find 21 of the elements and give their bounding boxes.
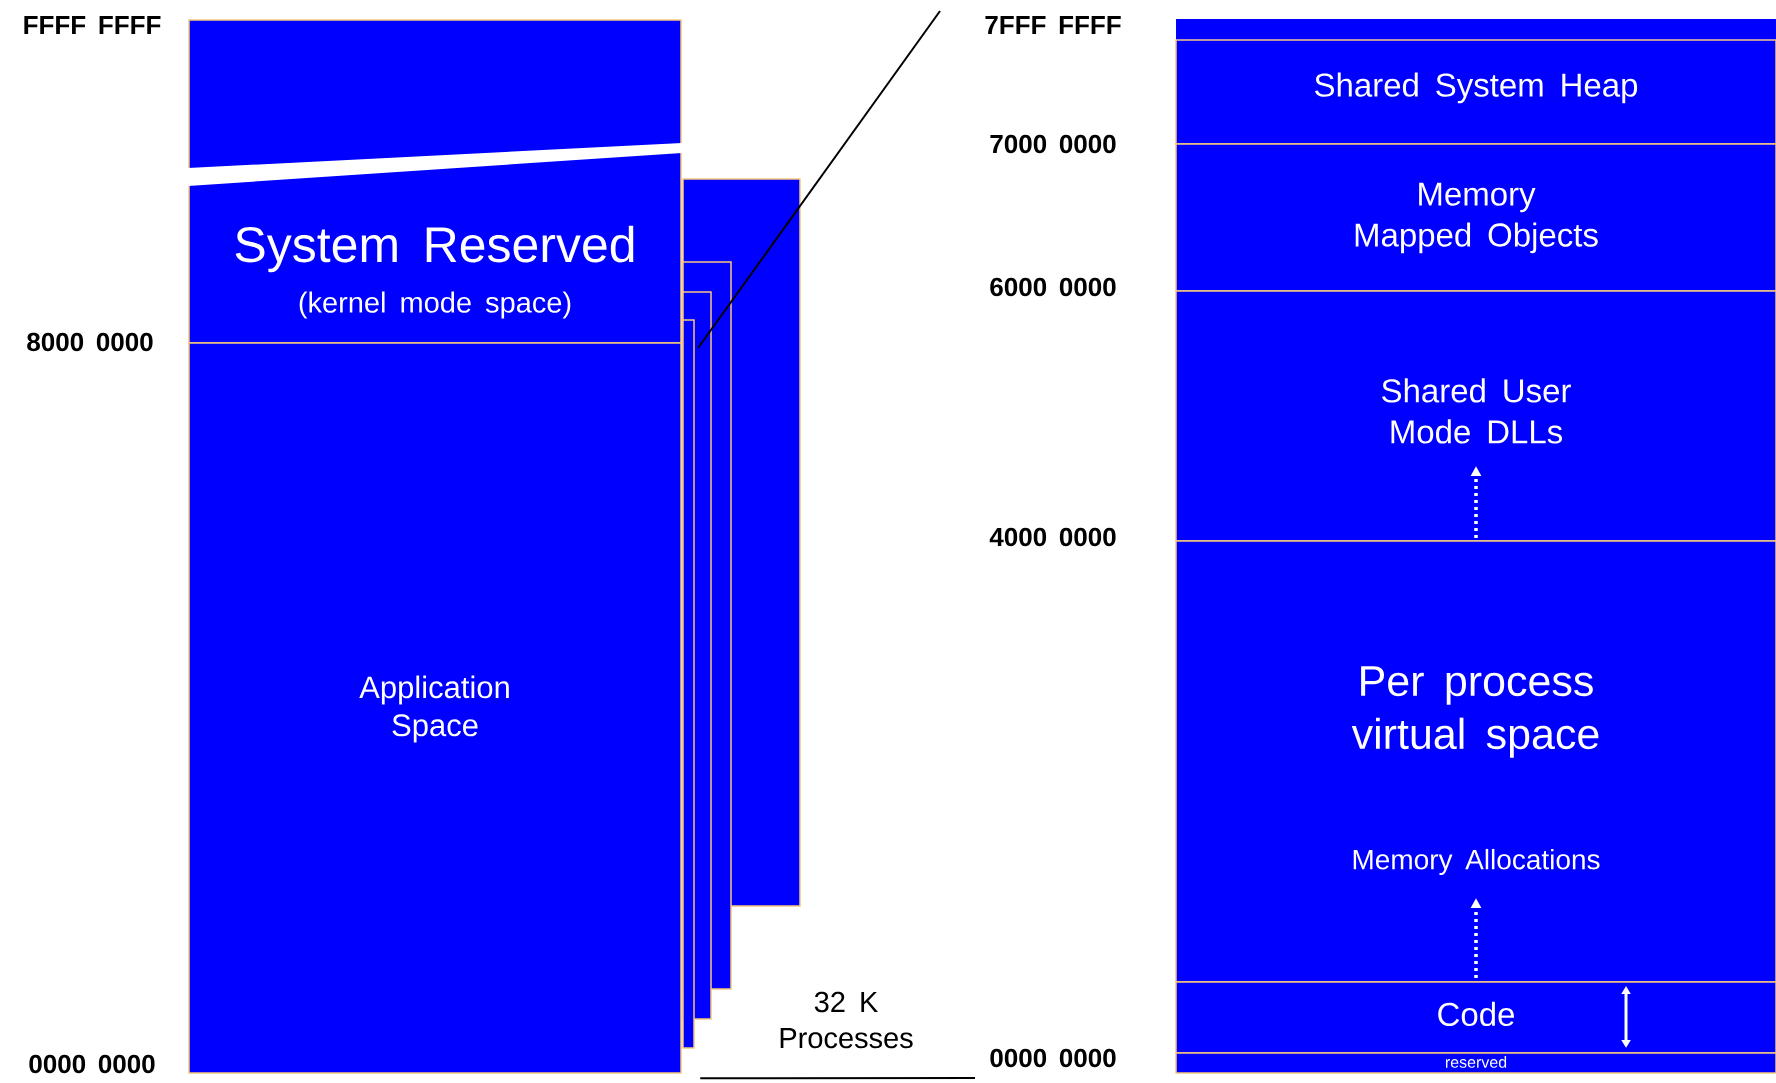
address-label: 8000 0000 [27,332,153,352]
band-label: System Reserved [235,225,634,273]
address-label: 6000 0000 [990,277,1116,297]
band-label: Code [1438,1001,1514,1027]
band-label: Per process virtual space [1351,666,1599,758]
address-label: 32 K Processes [780,991,913,1049]
address-label: 0000 0000 [29,1054,155,1074]
zoom-line [699,1077,976,1080]
address-label: 0000 0000 [990,1048,1116,1068]
address-label: 7FFF FFFF [985,16,1121,34]
band-label: Memory Allocations [1353,848,1600,876]
band-label: (kernel mode space) [299,291,571,319]
band-label: reserved [1445,1056,1507,1068]
address-label: 7000 0000 [990,134,1116,154]
memory-band [1175,19,1776,41]
band-label: Application Space [359,675,509,743]
band-label: Memory Mapped Objects [1355,182,1598,254]
address-label: 4000 0000 [989,527,1116,547]
band-label: Shared User Mode DLLs [1382,378,1571,444]
band-label: Shared System Heap [1315,72,1638,104]
address-label: FFFF FFFF [24,16,161,34]
